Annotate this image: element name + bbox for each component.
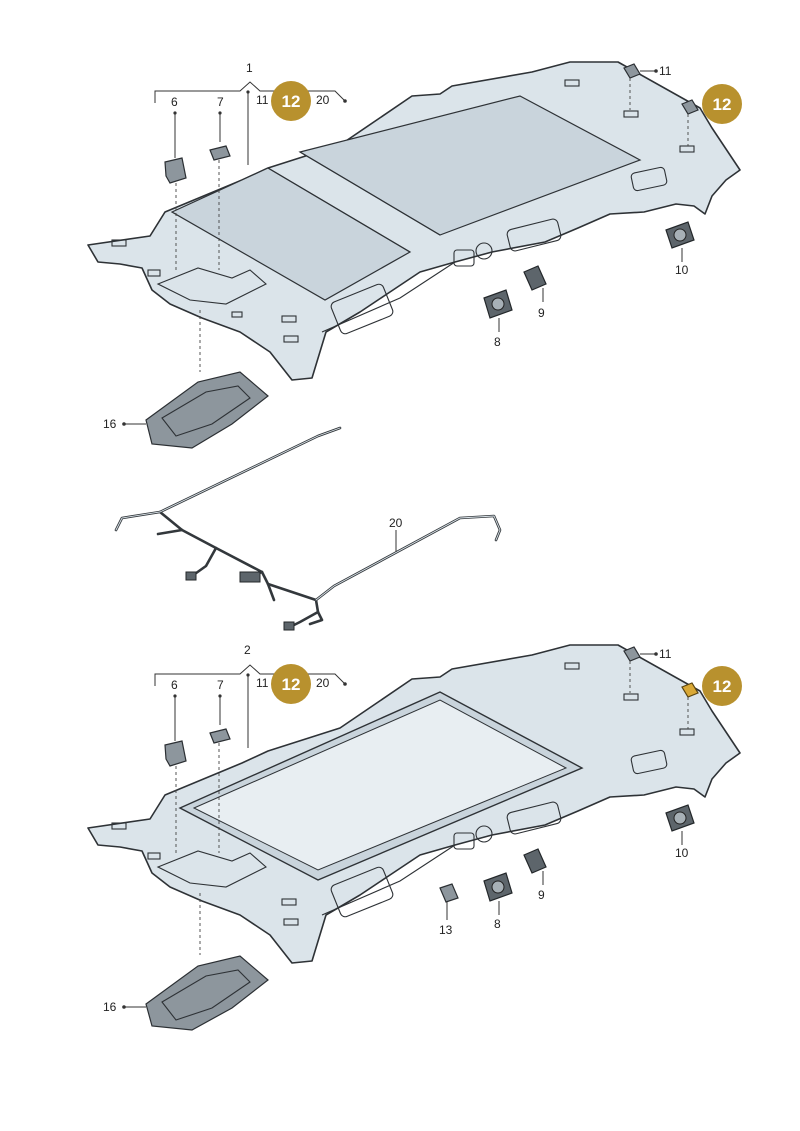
- top-part-6-clip: [164, 111, 187, 270]
- top-assembly: 1 6 7 11 20 12: [87, 61, 742, 449]
- top-group-bracket: 1 6 7 11 20: [154, 61, 347, 165]
- top-badge-12-left-text: 12: [282, 92, 301, 111]
- top-part-7-clip: [209, 111, 231, 270]
- bottom-group-number: 2: [244, 643, 251, 657]
- bottom-headliner-panel: [87, 644, 741, 964]
- top-part-16-overhead-console: 16: [103, 310, 269, 449]
- bottom-badge-12-left: 12: [271, 664, 311, 704]
- bottom-badge-12-right: [702, 666, 742, 706]
- bottom-bracket-label-6: 6: [171, 678, 178, 692]
- top-part-11: 11: [623, 63, 672, 110]
- top-bracket-label-11: 11: [256, 93, 269, 107]
- bottom-callout-16: 16: [103, 1000, 117, 1014]
- bottom-bracket-label-11: 11: [256, 676, 269, 690]
- top-bracket-label-7: 7: [217, 95, 224, 109]
- bottom-part-8-speaker: 8: [483, 872, 513, 931]
- bottom-assembly: 2 6 7 11 20 12: [87, 643, 742, 1031]
- wiring-harness: 20: [114, 426, 502, 631]
- bottom-part-12-clip: 12: [681, 666, 742, 729]
- top-callout-10: 10: [675, 263, 689, 277]
- bottom-group-bracket: 2 6 7 11 20: [154, 643, 347, 748]
- bottom-part-10-speaker: 10: [665, 804, 695, 860]
- top-part-12-clip: 12: [681, 84, 742, 146]
- top-bracket-label-6: 6: [171, 95, 178, 109]
- top-bracket-label-20: 20: [316, 93, 330, 107]
- bottom-part-16-overhead-console: 16: [103, 893, 269, 1031]
- top-callout-12: 12: [713, 95, 732, 114]
- bottom-callout-12: 12: [713, 677, 732, 696]
- bottom-part-7-clip: [209, 694, 231, 853]
- bottom-bracket-label-7: 7: [217, 678, 224, 692]
- bottom-callout-11: 11: [659, 647, 672, 661]
- bottom-callout-9: 9: [538, 888, 545, 902]
- bottom-part-13-bracket: 13: [439, 883, 459, 937]
- bottom-part-9-vent: 9: [523, 848, 547, 902]
- bottom-part-6-clip: [164, 694, 187, 853]
- top-headliner-panel: [87, 61, 741, 381]
- bottom-badge-12-left-text: 12: [282, 675, 301, 694]
- top-part-10-speaker: 10: [665, 221, 695, 277]
- top-badge-12-left: 12: [271, 81, 311, 121]
- bottom-part-11: 11: [623, 646, 672, 693]
- top-callout-16: 16: [103, 417, 117, 431]
- bottom-bracket-label-20: 20: [316, 676, 330, 690]
- harness-callout-20: 20: [389, 516, 403, 530]
- top-callout-11: 11: [659, 64, 672, 78]
- top-part-9-vent: 9: [523, 265, 547, 320]
- bottom-callout-8: 8: [494, 917, 501, 931]
- top-badge-12-right: [702, 84, 742, 124]
- top-part-8-speaker: 8: [483, 289, 513, 349]
- top-callout-8: 8: [494, 335, 501, 349]
- top-group-number: 1: [246, 61, 253, 75]
- bottom-callout-10: 10: [675, 846, 689, 860]
- top-callout-9: 9: [538, 306, 545, 320]
- bottom-callout-13: 13: [439, 923, 453, 937]
